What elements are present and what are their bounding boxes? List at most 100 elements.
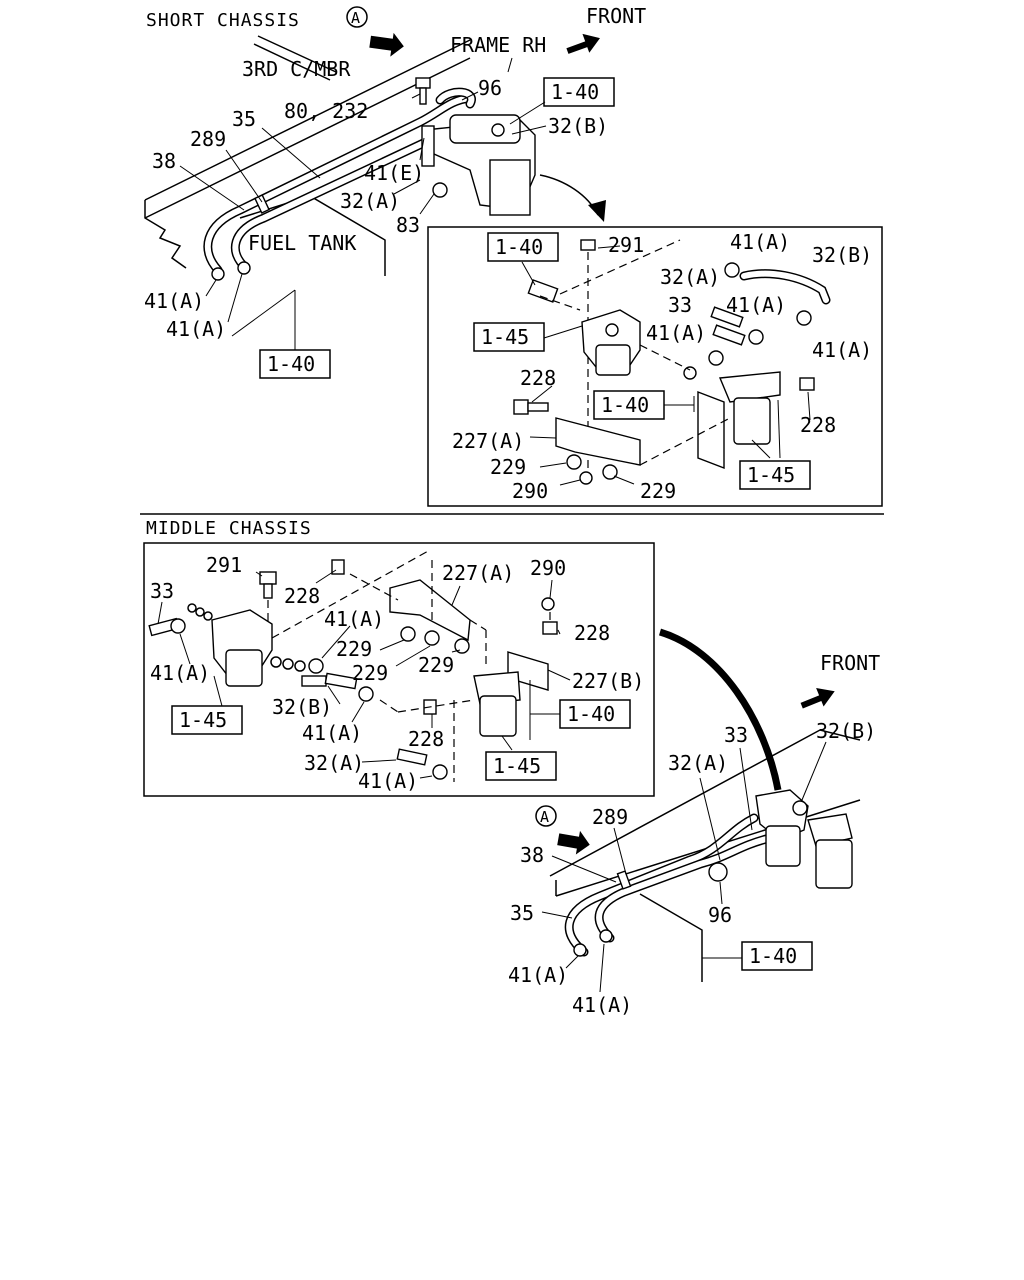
bottom-label-41a-2: 41(A) — [572, 993, 632, 1017]
filter-bowl-d1 — [595, 344, 631, 376]
hose-clip-289-bottom — [616, 870, 632, 890]
view-direction-arrow-2-icon — [557, 830, 590, 855]
front-label: FRONT — [586, 4, 646, 28]
clip-41a-left — [211, 267, 225, 281]
ref-box-1-40-tank — [259, 349, 331, 379]
middle-chassis-section: MIDDLE CHASSIS — [143, 518, 655, 797]
d2-ref-1-45-a: 1-45 — [179, 708, 227, 732]
ref-box-1-40-top — [543, 77, 615, 107]
bottom-label-38: 38 — [520, 843, 544, 867]
label-38: 38 — [152, 149, 176, 173]
filter-bowl-d2b — [479, 695, 517, 737]
frame-rh-label: FRAME RH — [450, 33, 546, 57]
bottom-label-96: 96 — [708, 903, 732, 927]
detail-pointer-curve — [539, 174, 599, 216]
d2-label-229-3: 229 — [418, 653, 454, 677]
d2-label-291: 291 — [206, 553, 242, 577]
bolt-291-head — [580, 239, 596, 251]
view-direction-arrow-icon — [369, 32, 404, 57]
bolt-shank-80 — [419, 87, 427, 105]
clip-41a-d1-2 — [748, 329, 764, 345]
fuel-tank-outline — [239, 195, 386, 276]
clip-41a-bottom-1 — [573, 943, 587, 957]
view-a-marker — [346, 6, 368, 28]
d1-label-32b: 32(B) — [812, 243, 872, 267]
d2-label-290: 290 — [530, 556, 566, 580]
d1-label-32a: 32(A) — [660, 265, 720, 289]
label-32a: 32(A) — [340, 189, 400, 213]
clip-41a-d2-2 — [308, 658, 324, 674]
d1-label-229-2: 229 — [640, 479, 676, 503]
bolt-228-d2-2 — [542, 621, 558, 635]
short-chassis-heading: SHORT CHASSIS — [146, 10, 300, 31]
bracket-plate-d1 — [697, 390, 725, 470]
bottom-ref-1-40: 1-40 — [749, 944, 797, 968]
detail-pointer-arrowhead-icon — [588, 200, 606, 222]
d2-label-229-1: 229 — [336, 637, 372, 661]
clip-41a-bottom-2 — [599, 929, 613, 943]
detail-pointer-curve-2 — [658, 628, 782, 791]
fitting-32b-d2 — [301, 675, 327, 687]
label-96: 96 — [478, 76, 502, 100]
filter-bowl-d2 — [225, 649, 263, 687]
ref-box-1-45-d2a — [171, 705, 243, 735]
d2-label-228-2: 228 — [574, 621, 610, 645]
nut-229-d2-2 — [424, 630, 440, 646]
bottom-label-35: 35 — [510, 901, 534, 925]
hose-32a-d2 — [396, 748, 428, 766]
cross-member-line — [257, 35, 337, 73]
bolt-228-d1a-shank — [527, 402, 549, 412]
d2-ref-1-40: 1-40 — [567, 702, 615, 726]
nut-229-d1-2 — [602, 464, 618, 480]
pipe-33-d1 — [712, 324, 746, 346]
d2-label-32b: 32(B) — [272, 695, 332, 719]
d2-label-41a-3: 41(A) — [302, 721, 362, 745]
d1-label-229-1: 229 — [490, 455, 526, 479]
filter-bowl-bottom-2 — [815, 839, 853, 889]
label-32b: 32(B) — [548, 114, 608, 138]
d2-label-41a-4: 41(A) — [358, 769, 418, 793]
bottom-label-41a-1: 41(A) — [508, 963, 568, 987]
filter-bowl-bottom-1 — [765, 825, 801, 867]
front-arrow-icon — [566, 33, 600, 54]
clip-41a-right — [237, 261, 251, 275]
d1-ref-1-40-b: 1-40 — [601, 393, 649, 417]
d2-label-41a-1: 41(A) — [324, 607, 384, 631]
ref-box-1-40-bottom — [741, 941, 813, 971]
bottom-front-label: FRONT — [820, 651, 880, 675]
d1-label-228-2: 228 — [800, 413, 836, 437]
d1-label-290: 290 — [512, 479, 548, 503]
d1-label-227a: 227(A) — [452, 429, 524, 453]
ref-box-1-40-d2 — [559, 699, 631, 729]
detail-box-short-chassis: 1-40 1-45 1-40 1-45 — [427, 226, 883, 507]
middle-chassis-overview: FRONT A 32(A) — [508, 628, 880, 1017]
ref-1-40-tank: 1-40 — [267, 352, 315, 376]
label-80-232: 80, 232 — [284, 99, 368, 123]
d1-ref-1-40-a: 1-40 — [495, 235, 543, 259]
frame-break-edge — [144, 200, 187, 269]
short-chassis-section: SHORT CHASSIS A FRONT FRAME RH 3RD C/MBR… — [144, 4, 646, 379]
nut-290-d2 — [541, 597, 555, 611]
filter-bracket — [421, 125, 435, 167]
hose-32a-d1 — [710, 306, 744, 328]
d1-label-33: 33 — [668, 293, 692, 317]
d1-label-41a-1: 41(A) — [730, 230, 790, 254]
detail-frame-2 — [143, 542, 655, 797]
bottom-label-32b: 32(B) — [816, 719, 876, 743]
d2-label-227a: 227(A) — [442, 561, 514, 585]
filter-head-d1b — [718, 371, 781, 403]
d1-label-41a-4: 41(A) — [812, 338, 872, 362]
label-289: 289 — [190, 127, 226, 151]
fitting-nipple — [527, 279, 559, 303]
d2-label-228-1: 228 — [284, 584, 320, 608]
d1-label-41a-3: 41(A) — [646, 321, 706, 345]
view-a-marker-2-label: A — [540, 808, 549, 826]
label-35: 35 — [232, 107, 256, 131]
bottom-label-32a: 32(A) — [668, 751, 728, 775]
label-41a-2: 41(A) — [166, 317, 226, 341]
d2-label-41a-2: 41(A) — [150, 661, 210, 685]
bolt-228-d1a-head — [513, 399, 529, 415]
ref-box-1-45-d1b — [739, 460, 811, 490]
d1-ref-1-45-b: 1-45 — [747, 463, 795, 487]
d2-label-33: 33 — [150, 579, 174, 603]
